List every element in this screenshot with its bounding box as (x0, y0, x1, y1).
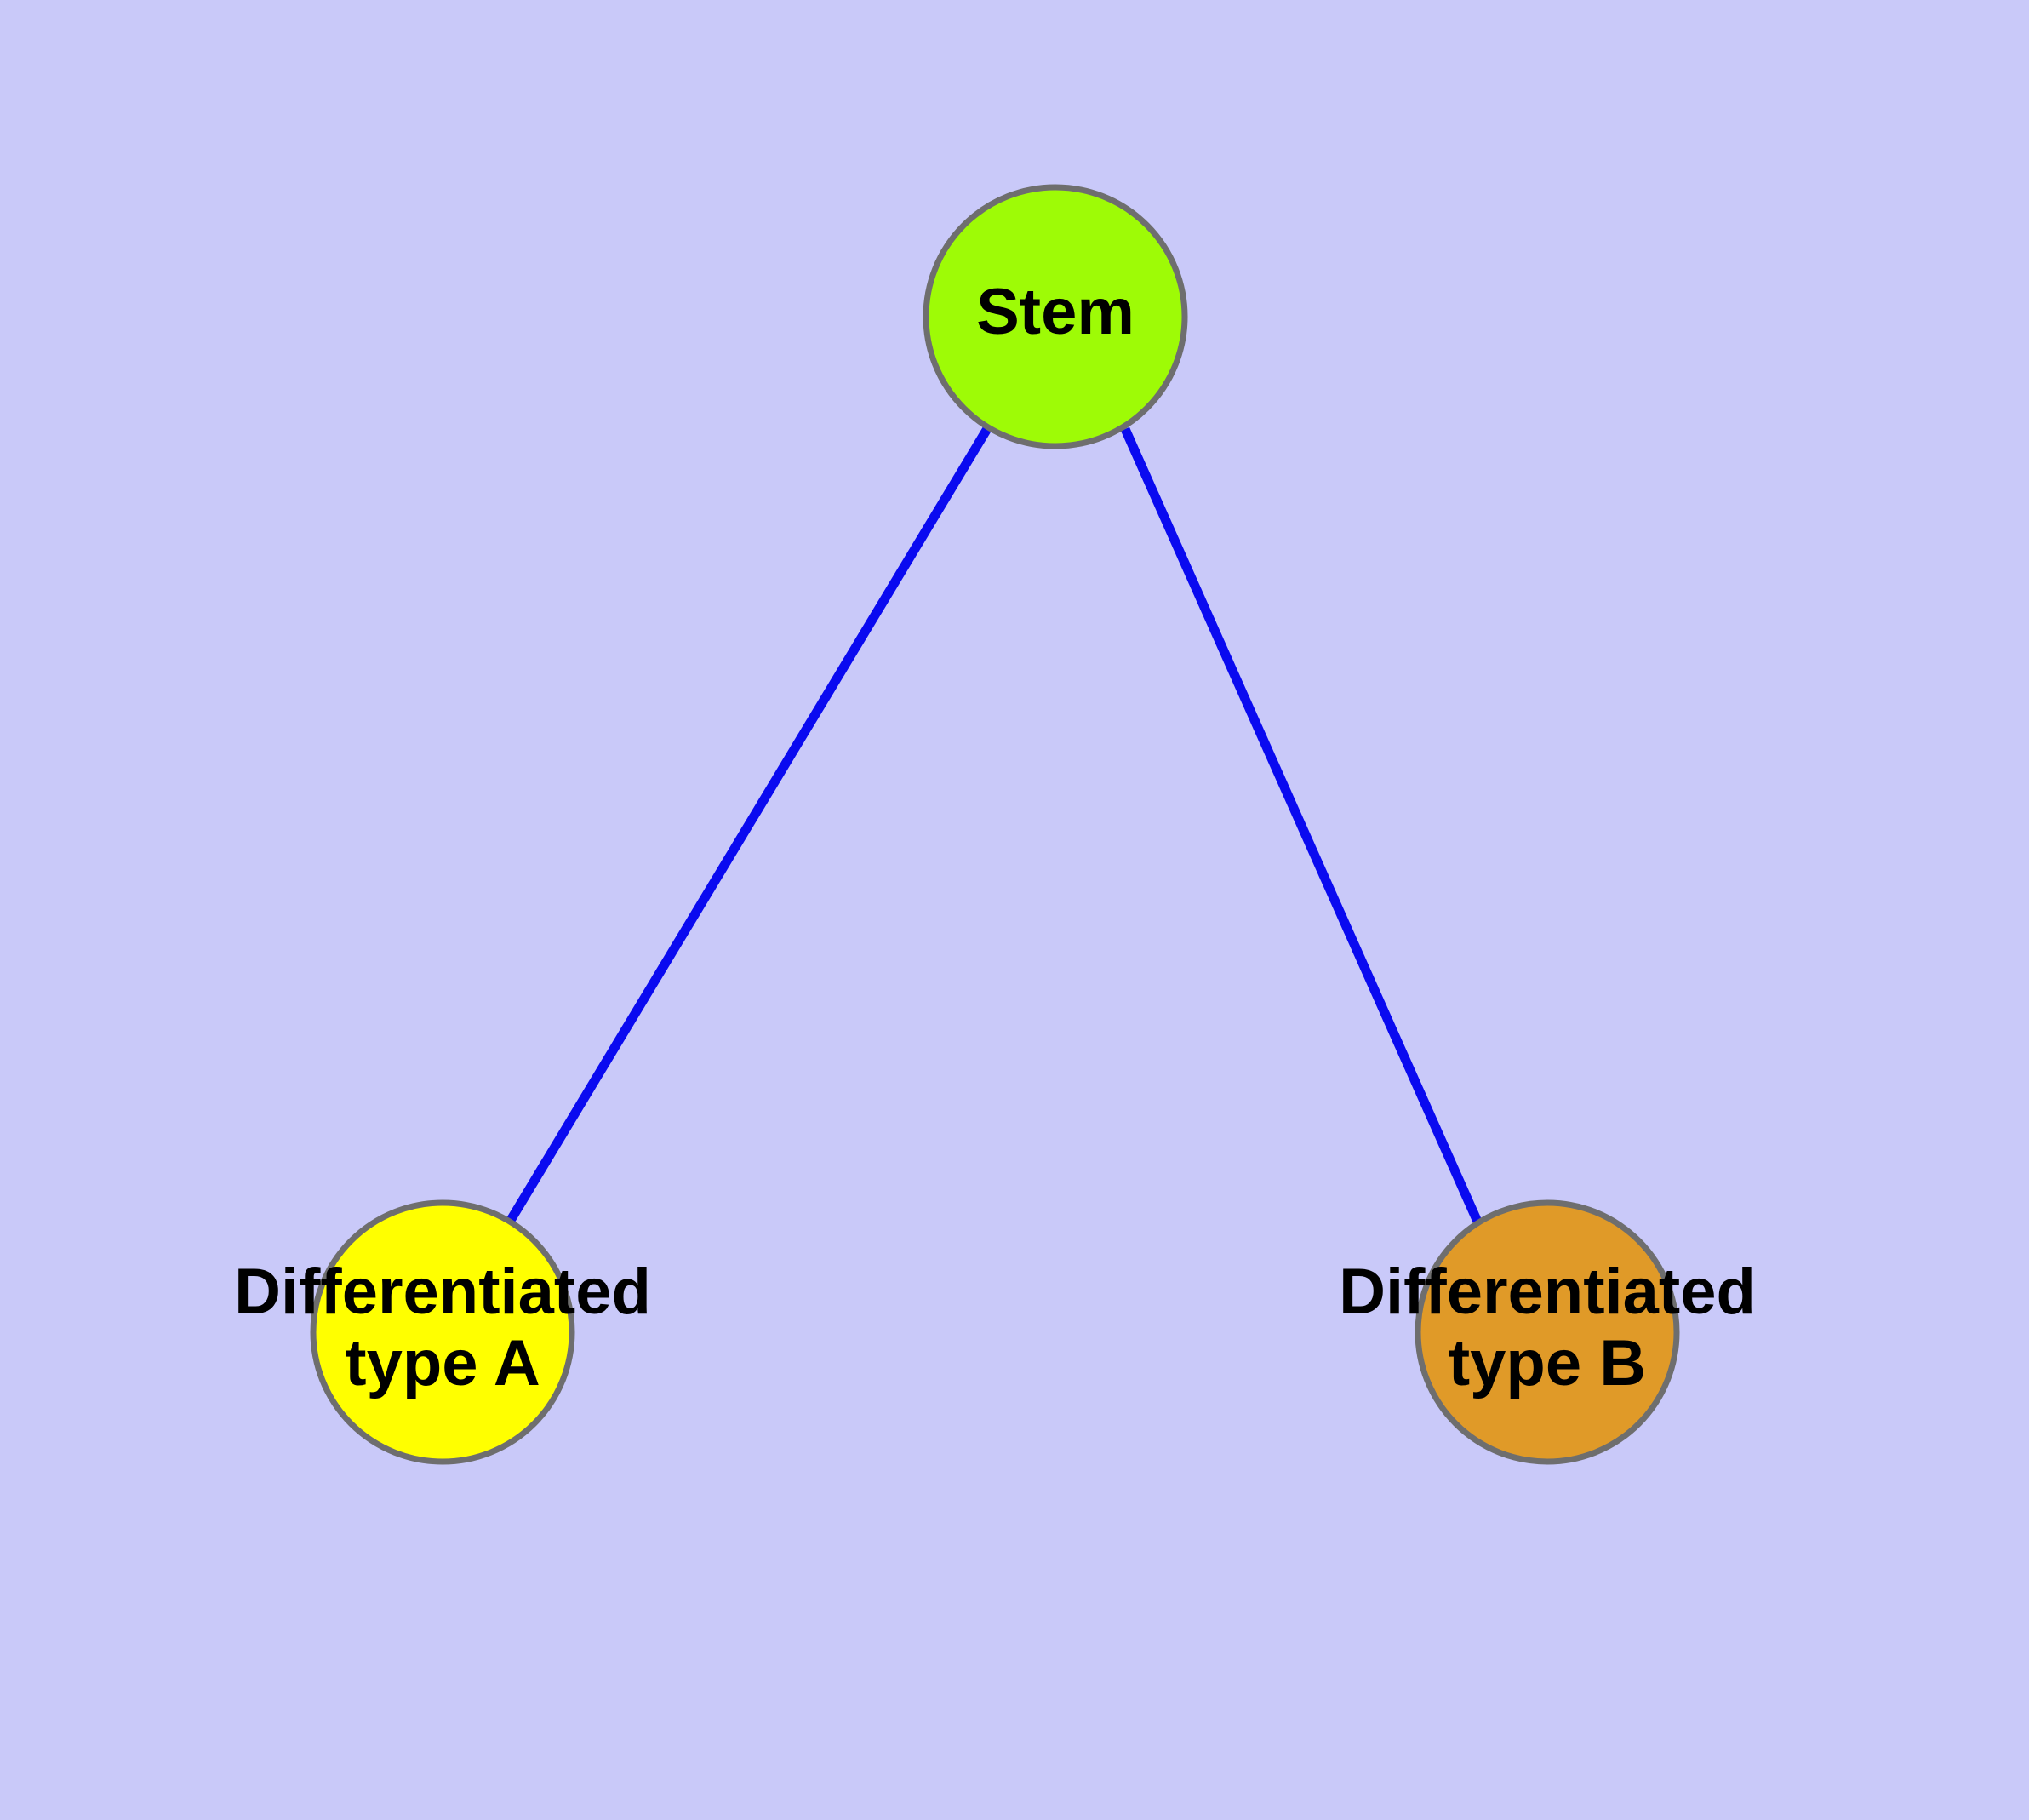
node-label-line: Differentiated (1339, 1256, 1756, 1328)
node-label-line: type B (1449, 1327, 1646, 1399)
node-label-line: Differentiated (234, 1256, 651, 1328)
node-layer (310, 184, 1680, 1465)
graph-node-stem[interactable] (923, 184, 1188, 449)
graph-edge[interactable] (1120, 426, 1483, 1224)
graph-node-diff_a[interactable] (310, 1199, 575, 1465)
graph-node-diff_b[interactable] (1415, 1199, 1680, 1465)
node-label-line: Stem (976, 276, 1135, 348)
edge-layer (506, 425, 1483, 1224)
node-label-line: type A (345, 1327, 540, 1399)
node-label-stem: Stem (976, 276, 1135, 348)
graph-edge[interactable] (506, 425, 992, 1224)
